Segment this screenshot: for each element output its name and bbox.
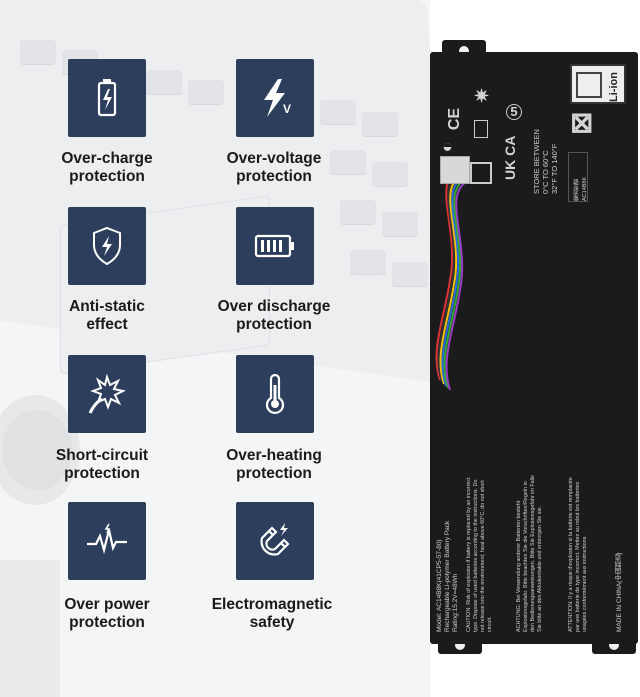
keyboard-key	[372, 162, 408, 186]
no-fire-icon: ✷	[474, 86, 490, 106]
lightning-v-icon: V	[236, 59, 314, 137]
feature-line1: Electromagnetic	[211, 596, 333, 613]
li-ion-text: Li-ion	[608, 72, 620, 102]
feature-line2: protection	[69, 168, 145, 185]
feature-line1: Over-heating	[226, 447, 322, 464]
feature-line2: protection	[64, 465, 140, 482]
svg-text:V: V	[283, 102, 291, 116]
recycle-5-icon: 5	[506, 104, 522, 120]
ukca-mark: UK CA	[502, 135, 518, 180]
attention-text: ATTENTION: Il y a risque d'explosion si …	[568, 477, 588, 632]
feature-line2: protection	[236, 168, 312, 185]
feature-line1: Anti-static	[69, 298, 145, 315]
battery-rating: Rating:15.2V=48Wh	[452, 573, 459, 632]
battery-cable	[435, 169, 471, 390]
feature-line1: Over-voltage	[226, 150, 322, 167]
feature-label-electromagnetic: Electromagnetic safety	[187, 596, 357, 632]
model-sticker: 電池型號 AC14B8K	[568, 152, 588, 202]
keyboard-key	[392, 262, 428, 286]
keyboard-key	[146, 70, 182, 94]
pulse-wave-icon	[68, 502, 146, 580]
mount-hole	[455, 640, 465, 650]
thermometer-icon	[236, 355, 314, 433]
achtung-text: ACHTUNG: Bei Verwendung anderer Batterie…	[516, 474, 543, 632]
recycle-icon	[576, 72, 602, 98]
keyboard-key	[320, 100, 356, 124]
feature-label-short-circuit: Short-circuit protection	[17, 447, 187, 483]
store-line1: STORE BETWEEN	[532, 129, 541, 194]
store-line3: 32°F TO 140°F	[550, 143, 559, 194]
feature-label-anti-static: Anti-static effect	[22, 298, 192, 334]
laptop-battery: Li-ion CE ✷ 5 ◒ UK CA ⊠ STORE BETWEEN 0°…	[430, 52, 638, 644]
feature-line1: Short-circuit	[55, 447, 149, 464]
battery-bars-icon	[236, 207, 314, 285]
keyboard-key	[362, 112, 398, 136]
battery-description: Rechargeable Li-polymer Battery Pack	[444, 520, 451, 632]
feature-label-over-power: Over power protection	[22, 596, 192, 632]
feature-line2: protection	[236, 465, 312, 482]
keyboard-key	[188, 80, 224, 104]
keyboard-key	[330, 150, 366, 174]
magnet-bolt-icon	[236, 502, 314, 580]
feature-line1: Over-charge	[61, 150, 153, 167]
feature-label-over-voltage: Over-voltage protection	[189, 150, 359, 186]
feature-line1: Over discharge	[217, 298, 331, 315]
battery-model: Model: AC14B8K(41CP5-57-80)	[436, 539, 443, 633]
cert-mark-icon	[470, 162, 492, 184]
made-in-text: MADE IN CHINA(中国制造)	[616, 552, 623, 632]
coffee-cup-inner	[2, 410, 72, 490]
keyboard-key	[382, 212, 418, 236]
store-between-text: STORE BETWEEN 0°C TO 60°C 32°F TO 140°F	[532, 78, 559, 194]
mount-hole	[609, 640, 619, 650]
feature-line2: protection	[236, 316, 312, 333]
feature-line2: effect	[86, 316, 128, 333]
model-text-block: Model: AC14B8K(41CP5-57-80) Rechargeable…	[436, 452, 460, 632]
table-edge	[0, 560, 60, 697]
battery-charge-icon	[68, 59, 146, 137]
caution-text: CAUTION: Risk of explosion if battery is…	[466, 477, 493, 632]
feature-line2: protection	[69, 614, 145, 631]
feature-line2: safety	[249, 614, 295, 631]
mount-hole	[459, 46, 469, 56]
feature-label-over-heating: Over-heating protection	[189, 447, 359, 483]
keyboard-key	[350, 250, 386, 274]
battery-symbol-icon	[474, 120, 488, 138]
feature-label-over-discharge: Over discharge protection	[189, 298, 359, 334]
keyboard-key	[340, 200, 376, 224]
half-circle-mark: ◒	[442, 136, 453, 156]
feature-label-over-charge: Over-charge protection	[22, 150, 192, 186]
feature-line1: Over power	[64, 596, 150, 613]
ce-mark: CE	[446, 107, 464, 131]
keyboard-key	[20, 40, 56, 64]
shield-bolt-icon	[68, 207, 146, 285]
li-ion-recycle-label: Li-ion	[570, 64, 626, 104]
store-line2: 0°C TO 60°C	[541, 150, 550, 194]
battery-connector	[440, 156, 470, 184]
spark-break-icon	[68, 355, 146, 433]
model-sticker-text: 電池型號 AC14B8K	[574, 176, 588, 201]
crossed-bin-icon: ⊠	[570, 107, 594, 138]
